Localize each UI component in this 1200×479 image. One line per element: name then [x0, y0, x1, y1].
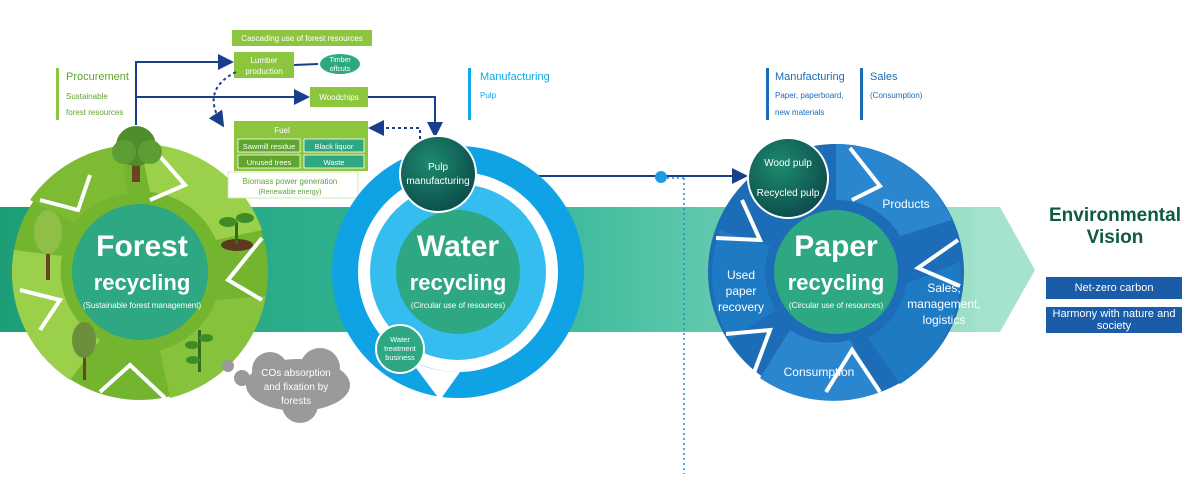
water-title: Water	[417, 230, 500, 263]
manufacturing-paper-title: Manufacturing	[775, 71, 845, 83]
water-subtitle: (Circular use of resources)	[411, 301, 506, 310]
pulp-manufacturing-node: Pulp manufacturing	[399, 135, 477, 213]
paper-title2: recycling	[788, 270, 885, 295]
manufacturing-pulp-sub: Pulp	[480, 91, 497, 100]
fuel-black-liquor: Black liquor	[315, 142, 354, 151]
forest-title2: recycling	[94, 270, 191, 295]
pulp-line-2: manufacturing	[406, 176, 469, 187]
young-tree-icon	[72, 322, 96, 380]
sales-title: Sales	[870, 71, 898, 83]
paper-title: Paper	[794, 230, 878, 263]
water-title2: recycling	[410, 270, 507, 295]
wood-pulp-label: Wood pulp	[764, 158, 812, 169]
consumption-label: Consumption	[784, 365, 855, 379]
used-line-3: recovery	[718, 300, 764, 314]
woodchips-label: Woodchips	[319, 93, 358, 102]
vision-net-zero: Net-zero carbon	[1046, 277, 1182, 299]
dotted-connector	[655, 171, 685, 474]
timber-offcuts-oval	[320, 54, 360, 74]
manufacturing-paper-label: Manufacturing Paper, paperboard, new mat…	[766, 68, 845, 120]
recycled-pulp-label: Recycled pulp	[757, 188, 820, 199]
used-line-2: paper	[726, 284, 757, 298]
treatment-line-1: Water	[390, 335, 410, 344]
sapling-icon	[185, 330, 213, 372]
co2-line-3: forests	[281, 396, 311, 407]
sales-seg-line-2: management,	[907, 297, 980, 311]
woodchips-box	[310, 87, 368, 107]
procurement-line-2: forest resources	[66, 108, 123, 117]
pulp-source-node: Wood pulp Recycled pulp	[747, 137, 829, 219]
big-tree-icon	[112, 126, 162, 182]
flow-node-dot	[655, 171, 667, 183]
cascade-title: Cascading use of forest resources	[241, 34, 362, 43]
forest-subtitle: (Sustainable forest management)	[83, 301, 202, 310]
sales-seg-line-3: logistics	[923, 313, 966, 327]
cascade-panel: Cascading use of forest resources Lumber…	[227, 30, 372, 199]
pulp-line-1: Pulp	[428, 162, 448, 173]
sales-label: Sales (Consumption)	[860, 68, 923, 120]
paper-subtitle: (Circular use of resources)	[789, 301, 884, 310]
procurement-line-1: Sustainable	[66, 92, 108, 101]
forest-title: Forest	[96, 230, 188, 263]
sales-seg-line-1: Sales,	[927, 281, 960, 295]
used-line-1: Used	[727, 268, 755, 282]
tall-tree-icon	[34, 210, 62, 280]
vision-title-line-2: Vision	[1086, 227, 1144, 248]
water-treatment-node: Water treatment business	[375, 324, 425, 374]
flow-arrows	[135, 54, 748, 184]
co2-line-2: and fixation by	[264, 382, 329, 393]
vision-title: Environmental Vision	[1030, 205, 1200, 249]
manufacturing-pulp-title: Manufacturing	[480, 71, 550, 83]
lumber-line-2: production	[245, 67, 282, 76]
manufacturing-pulp-label: Manufacturing Pulp	[468, 68, 550, 120]
water-core	[396, 210, 520, 334]
timber-line-2: offcuts	[330, 66, 351, 73]
fuel-title: Fuel	[274, 126, 290, 135]
co2-line-1: COs absorption	[261, 368, 330, 379]
treatment-line-3: business	[385, 353, 415, 362]
fuel-sawmill: Sawmill residue	[243, 142, 296, 151]
procurement-title: Procurement	[66, 71, 129, 83]
fuel-waste: Waste	[324, 158, 345, 167]
seedling-icon	[219, 213, 254, 251]
vision-title-line-1: Environmental	[1049, 205, 1181, 226]
products-label: Products	[882, 197, 929, 211]
lumber-line-1: Lumber	[250, 56, 277, 65]
manufacturing-paper-line-1: Paper, paperboard,	[775, 91, 844, 100]
fuel-unused-trees: Unused trees	[247, 158, 292, 167]
manufacturing-paper-line-2: new materials	[775, 108, 824, 117]
procurement-label: Procurement Sustainable forest resources	[56, 68, 129, 120]
cascade-title-box	[232, 30, 372, 46]
timber-line-1: Timber	[329, 57, 351, 64]
co2-cloud: COs absorption and fixation by forests	[222, 348, 350, 423]
paper-core	[774, 210, 898, 334]
lumber-box	[234, 52, 294, 78]
biomass-line-1: Biomass power generation	[243, 177, 338, 186]
vision-harmony: Harmony with nature and society	[1046, 307, 1182, 333]
biomass-line-2: (Renewable energy)	[258, 189, 321, 196]
treatment-line-2: treatment	[384, 344, 417, 353]
sales-sub: (Consumption)	[870, 91, 923, 100]
forest-core	[72, 204, 208, 340]
